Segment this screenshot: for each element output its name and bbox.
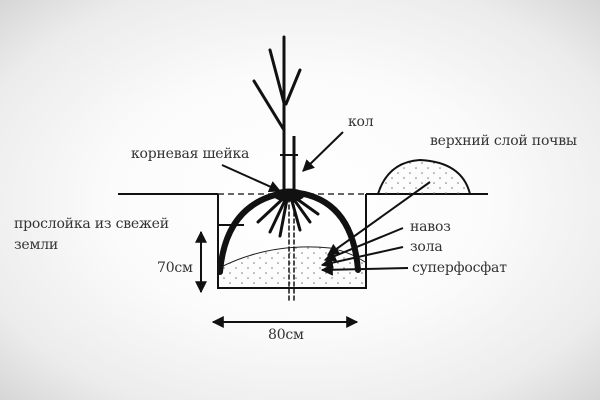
label-width: 80см	[268, 327, 304, 343]
topsoil-heap	[377, 158, 471, 195]
root-collar-arrow	[221, 164, 282, 193]
leader-arrows	[218, 131, 431, 276]
label-manure: навоз	[410, 219, 451, 235]
label-stake: кол	[348, 114, 374, 130]
topsoil-arrow	[327, 181, 431, 256]
dimension-arrows	[195, 230, 359, 328]
label-fresh-soil-line1: прослойка из свежей	[14, 216, 169, 232]
manure-arrow	[323, 227, 404, 262]
label-topsoil: верхний слой почвы	[430, 133, 577, 149]
seedling	[252, 35, 302, 301]
stake-arrow	[302, 131, 344, 172]
label-root-collar: корневая шейка	[131, 146, 250, 162]
superphosphate-arrow	[320, 263, 409, 276]
stake	[280, 136, 298, 194]
ash-arrow	[320, 246, 404, 269]
label-superphosphate: суперфосфат	[412, 260, 507, 276]
label-fresh-soil-line2: земли	[14, 237, 59, 253]
planting-pit	[217, 194, 367, 289]
label-ash: зола	[410, 239, 443, 255]
label-depth: 70см	[157, 260, 193, 276]
